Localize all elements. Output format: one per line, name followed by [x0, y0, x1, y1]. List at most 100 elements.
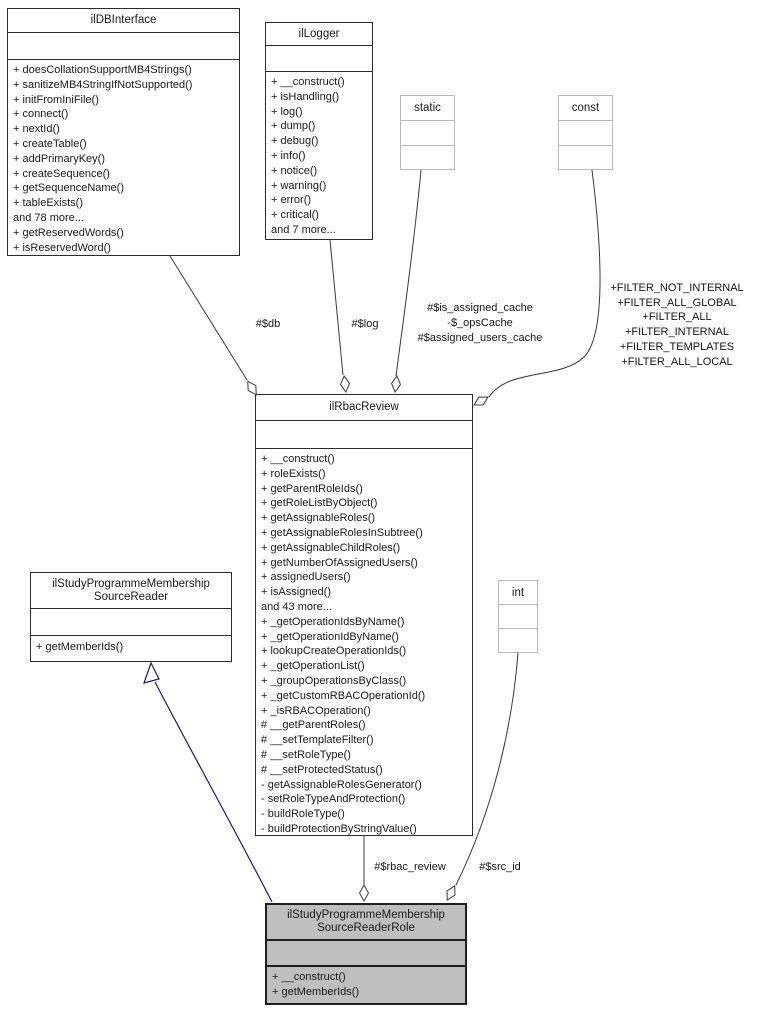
text-line: +FILTER_NOT_INTERNAL — [610, 282, 744, 294]
text-line: # __setProtectedStatus() — [261, 763, 383, 776]
text-line: # __setRoleType() — [261, 748, 351, 761]
text-line: + createSequence() — [13, 167, 110, 180]
text-line: + isAssigned() — [261, 586, 332, 599]
aggregation-diamond-const — [473, 396, 489, 406]
class-title: ilDBInterface — [8, 9, 239, 33]
methods-compartment: + __construct()+ getMemberIds() — [267, 967, 465, 1000]
class-title: ilLogger — [266, 23, 372, 46]
text-line: + getAssignableRolesInSubtree() — [261, 526, 423, 539]
text-line: and 78 more... — [13, 211, 84, 224]
text-line: + roleExists() — [261, 467, 326, 480]
text-line: + critical() — [271, 209, 319, 222]
text-line: - getAssignableRolesGenerator() — [261, 778, 422, 791]
text-line: + info() — [271, 149, 306, 162]
edge-log — [329, 239, 344, 376]
aggregation-diamond-log — [339, 375, 351, 393]
methods-compartment: + __construct() + isHandling() + log() + du… — [266, 72, 372, 238]
text-line: + getSequenceName() — [13, 182, 124, 195]
type-node-int: int — [498, 580, 538, 653]
text-line: +FILTER_ALL — [642, 311, 712, 324]
text-line: + addPrimaryKey() — [13, 152, 106, 165]
attributes-compartment — [31, 609, 231, 636]
text-line: + getReservedWords() — [13, 226, 124, 239]
text-line: and 7 more... — [271, 223, 336, 236]
methods-compartment: + doesCollationSupportMB4Strings()+ sani… — [8, 60, 239, 255]
attributes-compartment — [401, 121, 454, 146]
attributes-compartment — [8, 33, 239, 60]
text-line: + connect() — [13, 108, 69, 121]
class-node-ilrbacreview[interactable]: ilRbacReview + __construct()+ roleExists… — [255, 394, 473, 836]
text-line: #$assigned_users_cache — [417, 332, 543, 344]
edge-label-filter-constants: +FILTER_NOT_INTERNAL +FILTER_ALL_GLOBAL +F… — [593, 281, 761, 369]
text-line: + error() — [271, 194, 312, 207]
text-line: + warning() — [271, 179, 327, 192]
edge-label-caches: #$is_assigned_cache-$_opsCache#$assigned… — [403, 301, 557, 346]
text-line: + isHandling() — [271, 90, 340, 103]
text-line: + tableExists() — [13, 197, 83, 210]
attributes-compartment — [499, 605, 537, 629]
text-line: + sanitizeMB4StringIfNotSupported() — [13, 78, 193, 91]
text-line: +FILTER_ALL_GLOBAL — [617, 296, 737, 309]
text-line: + getMemberIds() — [36, 641, 124, 653]
text-line: + _getOperationIdsByName() — [261, 615, 405, 628]
text-line: + notice() — [271, 164, 318, 177]
text-line: + getParentRoleIds() — [261, 482, 363, 495]
class-title: ilRbacReview — [256, 395, 472, 421]
aggregation-diamond-rbac-review — [358, 883, 370, 903]
text-line: - buildRoleType() — [261, 808, 345, 821]
text-line: + __construct() — [272, 971, 346, 983]
text-line: +FILTER_ALL_LOCAL — [621, 355, 733, 368]
text-line: # __setTemplateFilter() — [261, 734, 374, 747]
text-line: + assignedUsers() — [261, 571, 351, 584]
text-line: + getNumberOfAssignedUsers() — [261, 556, 418, 569]
text-line: + debug() — [271, 135, 319, 148]
text-line: - setRoleTypeAndProtection() — [261, 793, 406, 806]
aggregation-diamond-src-id — [446, 885, 456, 901]
attributes-compartment — [267, 941, 465, 967]
text-line: + getRoleListByObject() — [261, 497, 378, 510]
text-line: SourceReader — [93, 590, 169, 603]
text-line: +FILTER_TEMPLATES — [619, 340, 735, 353]
text-line: - buildProtectionByStringValue() — [261, 822, 417, 835]
attributes-compartment — [266, 46, 372, 72]
text-line: + nextId() — [13, 123, 60, 136]
type-node-static: static — [400, 95, 455, 170]
text-line: # __getParentRoles() — [261, 719, 366, 732]
text-line: + dump() — [271, 120, 316, 133]
text-line: + getAssignableRoles() — [261, 512, 376, 525]
aggregation-diamond-static — [390, 375, 402, 393]
type-title: const — [559, 96, 612, 121]
text-line: SourceReaderRole — [317, 922, 415, 934]
edge-const — [488, 169, 601, 398]
text-line: ilStudyProgrammeMembership — [52, 577, 210, 590]
inheritance-arrow-icon — [143, 661, 160, 684]
text-line: + isReservedWord() — [13, 241, 111, 254]
text-line: #$is_assigned_cache — [427, 302, 533, 314]
methods-compartment: + getMemberIds() — [31, 636, 231, 655]
type-title: int — [499, 581, 537, 605]
text-line: + initFromIniFile() — [13, 93, 99, 106]
text-line: + lookupCreateOperationIds() — [261, 645, 407, 658]
edge-label-db: #$db — [255, 318, 281, 330]
text-line: + _isRBACOperation() — [261, 704, 371, 717]
edge-db — [169, 255, 248, 381]
edge-label-log: #$log — [351, 318, 379, 330]
attributes-compartment — [256, 421, 472, 449]
text-line: + createTable() — [13, 137, 87, 150]
edge-label-rbac-review: #$rbac_review — [374, 861, 446, 873]
type-node-const: const — [558, 95, 613, 170]
text-line: + _getOperationList() — [261, 660, 365, 673]
text-line: + _groupOperationsByClass() — [261, 674, 407, 687]
class-node-ildbinterface[interactable]: ilDBInterface + doesCollationSupportMB4S… — [7, 8, 240, 256]
methods-compartment: + __construct()+ roleExists()+ getParent… — [256, 449, 472, 837]
class-node-illogger[interactable]: ilLogger + __construct()+ isHandling()+ … — [265, 22, 373, 240]
text-line: +FILTER_INTERNAL — [624, 326, 730, 339]
text-line: + getAssignableChildRoles() — [261, 541, 401, 554]
text-line: + __construct() — [271, 76, 345, 88]
text-line: + log() — [271, 105, 303, 118]
